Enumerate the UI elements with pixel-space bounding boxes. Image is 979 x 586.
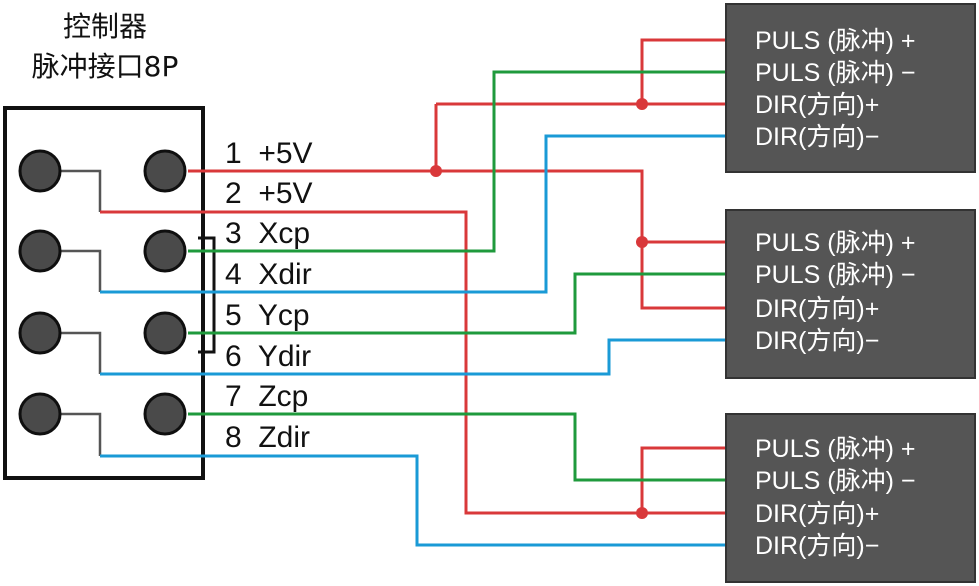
pin-label-3: 3 Xcp	[225, 217, 310, 250]
wire-zcp	[188, 412, 728, 482]
connector-key	[198, 236, 216, 354]
pin-label-4: 4 Xdir	[225, 258, 312, 291]
pin-3	[143, 229, 187, 273]
pin-7	[143, 392, 187, 436]
controller-subtitle: 脉冲接口8P	[32, 50, 179, 83]
pin-2	[18, 149, 62, 193]
wire-pin2	[100, 210, 728, 515]
pin-label-6: 6 Ydir	[225, 340, 311, 373]
junction-dot	[636, 507, 648, 519]
pin-5	[143, 311, 187, 355]
pin-1	[143, 149, 187, 193]
junction-dot	[430, 165, 442, 177]
wire-d2-pulsplus	[436, 169, 728, 244]
wire-zdir	[100, 454, 728, 547]
driver-2-dir-minus: DIR(方向)−	[755, 327, 879, 355]
pin-8	[18, 392, 62, 436]
pin-4	[18, 229, 62, 273]
driver-1-dir-plus: DIR(方向)+	[755, 91, 879, 119]
pin-label-8: 8 Zdir	[225, 421, 310, 454]
driver-2-dir-plus: DIR(方向)+	[755, 295, 879, 323]
driver-1-puls-plus: PULS (脉冲) +	[755, 27, 915, 55]
driver-3-dir-plus: DIR(方向)+	[755, 500, 879, 528]
junction-dot	[636, 98, 648, 110]
controller-title: 控制器	[63, 10, 147, 43]
driver-2-puls-minus: PULS (脉冲) −	[755, 261, 915, 289]
pin-6	[18, 311, 62, 355]
driver-3: PULS (脉冲) + PULS (脉冲) − DIR(方向)+ DIR(方向)…	[725, 413, 976, 583]
wire-ycp	[188, 272, 728, 335]
wire-xcp	[188, 70, 728, 253]
driver-2: PULS (脉冲) + PULS (脉冲) − DIR(方向)+ DIR(方向)…	[725, 209, 976, 379]
wire-d3-pulsplus	[640, 446, 728, 513]
wire-ydir	[100, 338, 728, 376]
driver-3-dir-minus: DIR(方向)−	[755, 532, 879, 560]
pin-label-5: 5 Ycp	[225, 299, 310, 332]
pin-label-2: 2 +5V	[225, 177, 313, 210]
wire-d1-pulsplus	[640, 38, 728, 104]
driver-1: PULS (脉冲) + PULS (脉冲) − DIR(方向)+ DIR(方向)…	[725, 3, 976, 173]
wire-d2-dirplus	[640, 242, 728, 310]
pin-label-7: 7 Zcp	[225, 380, 308, 413]
pin-label-1: 1 +5V	[225, 137, 313, 170]
driver-3-puls-plus: PULS (脉冲) +	[755, 435, 915, 463]
driver-2-puls-plus: PULS (脉冲) +	[755, 229, 915, 257]
driver-1-dir-minus: DIR(方向)−	[755, 123, 879, 151]
driver-3-puls-minus: PULS (脉冲) −	[755, 467, 915, 495]
driver-1-puls-minus: PULS (脉冲) −	[755, 59, 915, 87]
junction-dot	[636, 236, 648, 248]
wire-xdir	[100, 134, 728, 294]
